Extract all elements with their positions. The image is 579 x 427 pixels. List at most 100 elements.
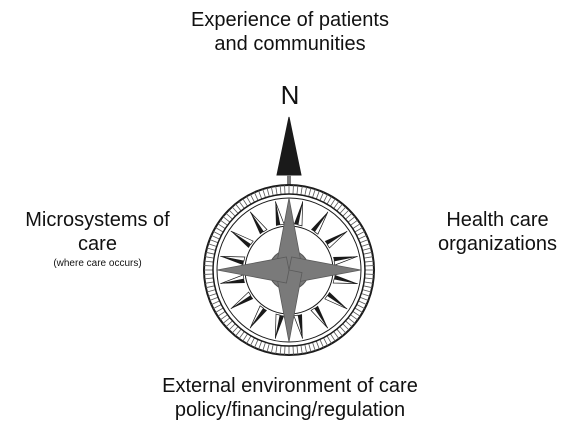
hatch-mark <box>296 345 299 355</box>
hatch-mark <box>206 289 216 293</box>
hatch-mark <box>215 227 224 233</box>
hatch-mark <box>356 231 365 236</box>
compass-spike <box>311 211 328 232</box>
compass-spike-light <box>249 305 264 329</box>
hatch-mark <box>358 235 367 240</box>
hatch-mark <box>312 189 316 198</box>
hatch-mark <box>225 320 233 328</box>
compass-spike-light <box>274 313 281 339</box>
compass-spike-light <box>220 274 245 284</box>
hatch-mark <box>333 331 340 340</box>
north-arrow-icon <box>276 116 302 176</box>
compass-spike-light <box>220 255 246 262</box>
hatch-mark <box>238 200 245 209</box>
hatch-mark <box>242 198 248 207</box>
hatch-mark <box>204 256 214 259</box>
bottom-label: External environment of care policy/fina… <box>110 374 470 422</box>
compass-spike-light <box>275 201 285 226</box>
hatch-mark <box>213 231 222 236</box>
hatch-mark <box>364 260 374 263</box>
hatch-mark <box>342 323 350 331</box>
hatch-mark <box>208 243 217 247</box>
hatch-mark <box>275 345 278 355</box>
compass-spike-light <box>293 314 303 339</box>
compass-spike <box>293 201 303 225</box>
hatch-mark <box>350 219 359 226</box>
right-label-line-1: Health care <box>446 209 549 231</box>
hatch-mark <box>211 300 220 305</box>
hatch-mark <box>262 342 266 351</box>
hatch-mark <box>204 277 214 280</box>
compass-spike-light <box>249 211 268 233</box>
hatch-mark <box>219 219 228 226</box>
hatch-mark <box>205 251 215 255</box>
compass-spikes <box>220 201 358 339</box>
compass-spike-light <box>230 291 252 310</box>
compass-spike-light <box>324 295 348 310</box>
left-label-line-2: care <box>78 233 117 255</box>
hatch-mark <box>323 337 328 346</box>
hatch-mark <box>364 256 374 259</box>
hatch-mark <box>315 190 320 200</box>
left-label-note: (where care occurs) <box>53 258 142 269</box>
compass-star-point <box>216 256 290 284</box>
hatch-mark <box>275 185 278 195</box>
hatch-mark <box>231 206 239 214</box>
hatch-mark <box>296 185 299 195</box>
left-label-line-1: Microsystems of <box>25 209 170 231</box>
compass-spike <box>275 315 285 339</box>
hatch-mark <box>363 251 373 255</box>
hatch-mark <box>279 185 282 195</box>
hatch-mark <box>206 247 216 251</box>
hatch-mark <box>356 304 365 309</box>
right-label: Health care organizations <box>420 208 575 256</box>
hatch-mark <box>326 335 332 344</box>
top-label-line-1: Experience of patients <box>191 9 389 31</box>
hatch-mark <box>222 216 231 223</box>
hatch-mark <box>270 186 274 196</box>
compass-hatch-ring <box>204 185 374 355</box>
hatch-mark <box>254 192 259 201</box>
hatch-mark <box>347 317 356 324</box>
hatch-mark <box>319 339 324 348</box>
hatch-mark <box>336 203 343 212</box>
hatch-mark <box>258 190 263 200</box>
compass-spike <box>230 231 251 248</box>
hatch-mark <box>333 200 340 209</box>
hatch-mark <box>246 335 252 344</box>
hatch-mark <box>250 337 255 346</box>
north-letter: N <box>280 80 300 110</box>
hatch-mark <box>262 189 266 198</box>
hatch-mark <box>345 212 353 220</box>
hatch-mark <box>225 212 233 220</box>
hatch-mark <box>213 304 222 309</box>
hatch-mark <box>361 243 370 247</box>
hatch-mark <box>228 323 236 331</box>
hatch-mark <box>250 194 255 203</box>
right-label-line-2: organizations <box>438 233 557 255</box>
hatch-mark <box>266 343 270 353</box>
hatch-mark <box>231 326 239 334</box>
hatch-mark <box>258 340 263 350</box>
top-label: Experience of patients and communities <box>140 8 440 56</box>
compass-spike-light <box>314 211 329 235</box>
hatch-mark <box>222 317 231 324</box>
compass-spike-light <box>230 230 254 245</box>
compass-spike <box>334 274 358 284</box>
hatch-mark <box>219 314 228 321</box>
hatch-mark <box>246 196 252 205</box>
hatch-mark <box>339 206 347 214</box>
bottom-label-line-1: External environment of care <box>162 375 418 397</box>
compass-spike-light <box>332 278 358 285</box>
hatch-mark <box>215 307 224 313</box>
hatch-mark <box>228 209 236 217</box>
hatch-mark <box>342 209 350 217</box>
hatch-mark <box>362 247 372 251</box>
compass-spike <box>250 308 267 329</box>
hatch-mark <box>326 196 332 205</box>
hatch-mark <box>235 203 242 212</box>
hatch-mark <box>330 333 336 342</box>
compass-spike <box>220 256 244 266</box>
hatch-mark <box>354 227 363 233</box>
